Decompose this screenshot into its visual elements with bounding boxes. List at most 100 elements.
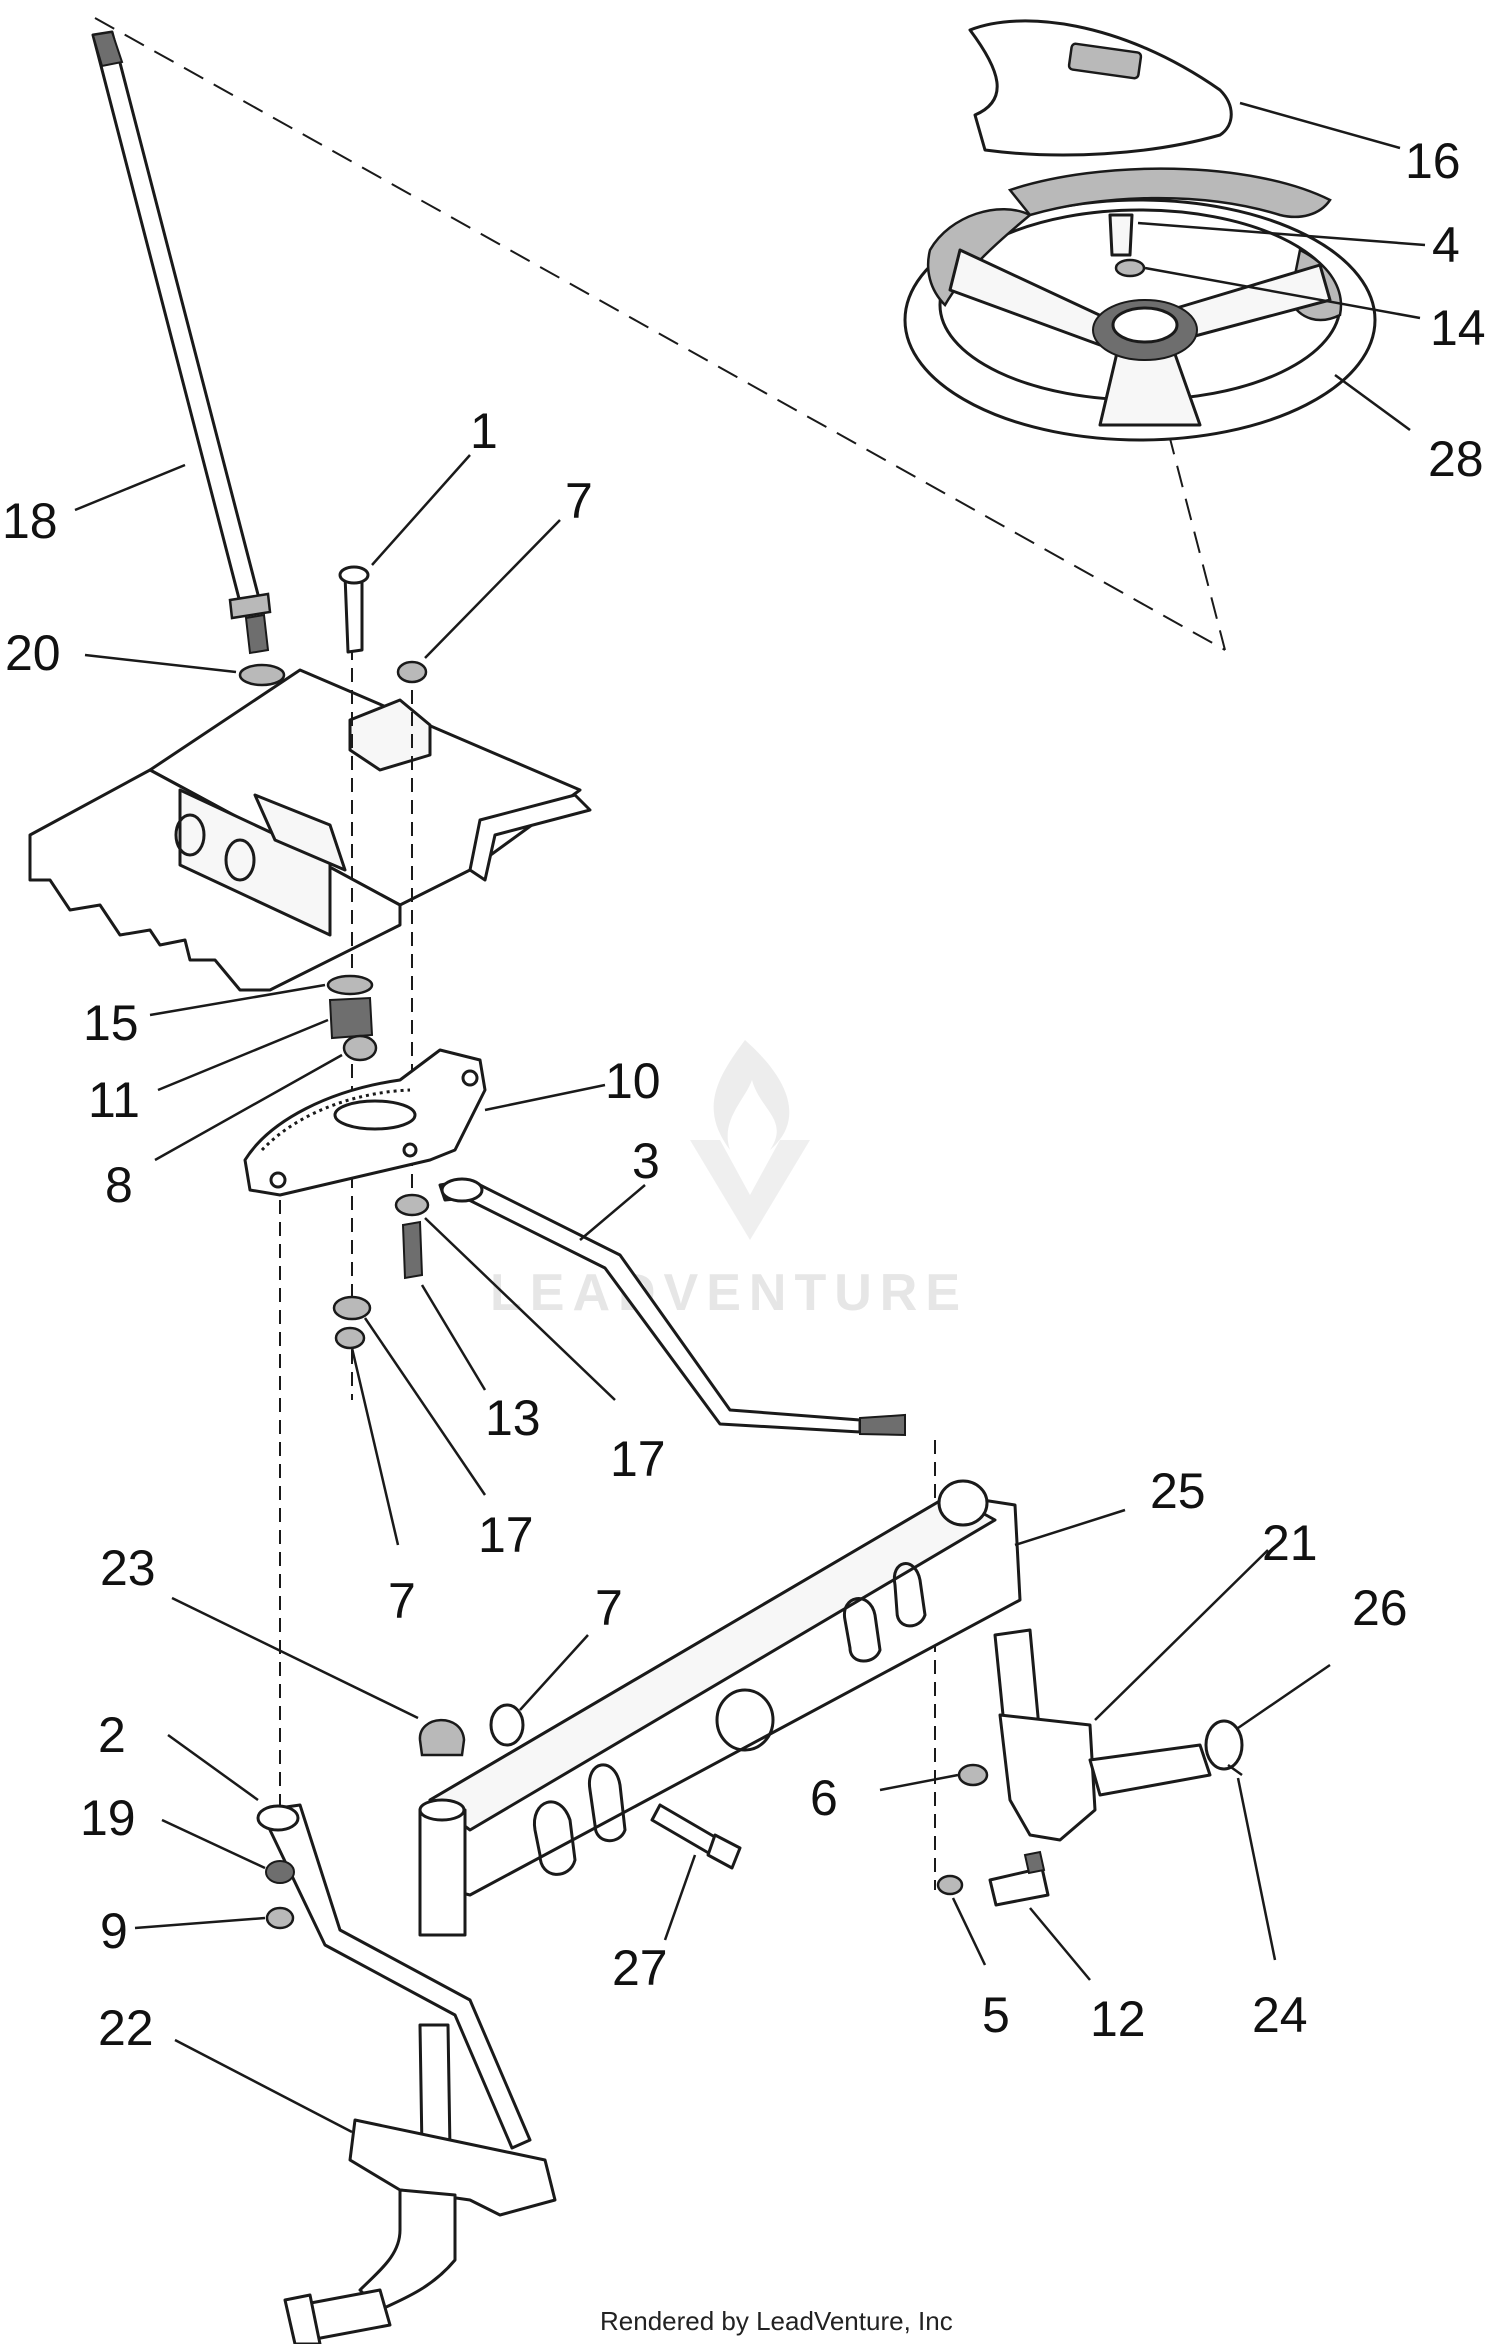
front-axle-slot-2 (587, 1763, 627, 1843)
leader-7b (350, 1347, 400, 1546)
leader-12 (1029, 1907, 1091, 1981)
label-23: 23 (100, 1540, 156, 1596)
nut-7-lower (334, 1326, 366, 1350)
steering-shaft-tube (91, 30, 264, 616)
label-3: 3 (632, 1133, 660, 1189)
leader-27 (663, 1854, 697, 1941)
steering-wheel-grip-top (1007, 167, 1332, 219)
leader-14 (1144, 266, 1421, 320)
bracket-mount-block (348, 698, 432, 772)
label-6: 6 (810, 1770, 838, 1826)
leader-5 (951, 1897, 987, 1966)
sector-gear-hole-left (269, 1171, 287, 1189)
tie-rod-eye (256, 1804, 300, 1832)
watermark-text: LEADVENTURE (490, 1264, 968, 1322)
leader-17a (424, 1217, 616, 1401)
steering-wheel-cap (968, 19, 1233, 157)
leader-2 (167, 1733, 259, 1802)
label-10: 10 (605, 1053, 661, 1109)
drag-link-thread (859, 1413, 906, 1437)
washer-26 (1204, 1719, 1244, 1771)
right-spindle-axle (1088, 1743, 1212, 1797)
front-axle-left-pillar-top (418, 1798, 466, 1822)
bracket-hole-1 (174, 813, 206, 857)
washer-20 (238, 663, 286, 687)
tie-rod (256, 1803, 532, 2150)
leadventure-watermark: LEADVENTURE (490, 1040, 968, 1322)
label-11: 11 (88, 1072, 140, 1128)
label-7c: 7 (595, 1580, 623, 1636)
pinion-gear-8 (342, 1034, 378, 1062)
nut-17-upper (394, 1193, 430, 1217)
pinion-gear-11 (328, 996, 374, 1040)
tie-rod-bar (263, 1803, 532, 2150)
left-spindle-post (418, 2023, 452, 2152)
label-13: 13 (485, 1390, 541, 1446)
label-7a: 7 (565, 473, 593, 529)
sector-gear (243, 1048, 487, 1197)
label-20: 20 (5, 625, 61, 681)
nut-9 (265, 1906, 295, 1930)
projection-line-upper (94, 17, 1226, 651)
steering-support-bracket (28, 668, 592, 992)
tie-rod-end-12 (988, 1866, 1050, 1907)
bracket-right-arm (468, 793, 592, 882)
nut-7-axle (489, 1703, 525, 1747)
nut-17-lower (332, 1295, 372, 1321)
label-18: 18 (2, 493, 58, 549)
leader-1 (371, 454, 471, 566)
leader-9 (134, 1916, 266, 1930)
front-axle-boss-center (715, 1688, 775, 1752)
steering-wheel-hub-bore (1111, 306, 1179, 344)
right-spindle-body (998, 1713, 1097, 1842)
steering-wheel-cap-emblem (1067, 42, 1143, 80)
label-15: 15 (83, 995, 139, 1051)
label-17b: 17 (478, 1507, 534, 1563)
leader-10 (484, 1083, 606, 1112)
leader-3 (579, 1184, 646, 1241)
tie-rod-end-12-stud (1023, 1850, 1046, 1875)
leader-16 (1239, 101, 1401, 150)
leader-19 (161, 1818, 266, 1870)
axle-pivot-bolt-27-head (706, 1833, 742, 1870)
drag-link (438, 1177, 906, 1437)
steering-shaft (91, 30, 286, 687)
label-28: 28 (1428, 431, 1484, 487)
label-12: 12 (1090, 1991, 1146, 2047)
nut-5 (936, 1874, 964, 1896)
leader-26 (1237, 1663, 1331, 1730)
front-axle-pivot-boss (937, 1479, 989, 1527)
render-credit: Rendered by LeadVenture, Inc (600, 2306, 953, 2336)
cotter-pin-24 (1227, 1763, 1243, 1777)
leader-15 (149, 983, 326, 1017)
label-4: 4 (1432, 217, 1460, 273)
steering-wheel-washer (1114, 258, 1146, 278)
sector-gear-plate (243, 1048, 487, 1197)
label-5: 5 (982, 1987, 1010, 2043)
label-14: 14 (1430, 300, 1486, 356)
front-axle-left-pillar (418, 1808, 467, 1937)
leader-6 (879, 1773, 959, 1792)
bolt-13 (401, 1220, 424, 1280)
steering-shaft-spline-bottom (244, 613, 270, 655)
washer-15 (326, 974, 374, 996)
leader-lines (74, 101, 1426, 2134)
label-16: 16 (1405, 133, 1461, 189)
label-2: 2 (98, 1707, 126, 1763)
leader-8 (154, 1053, 343, 1162)
label-8: 8 (105, 1157, 133, 1213)
steering-shaft-spline-top (91, 30, 124, 68)
front-axle-slot-1 (532, 1800, 577, 1876)
label-27: 27 (612, 1940, 668, 1996)
sector-gear-slot (333, 1099, 417, 1131)
left-spindle-hub (283, 2293, 322, 2344)
label-25: 25 (1150, 1463, 1206, 1519)
bolt-1-head (338, 565, 370, 585)
sector-gear-hole-center (402, 1142, 418, 1158)
steering-wheel-bolt (1108, 213, 1134, 257)
label-19: 19 (80, 1790, 136, 1846)
leader-23 (171, 1596, 419, 1720)
label-24: 24 (1252, 1987, 1308, 2043)
drag-link-eye (440, 1177, 484, 1203)
